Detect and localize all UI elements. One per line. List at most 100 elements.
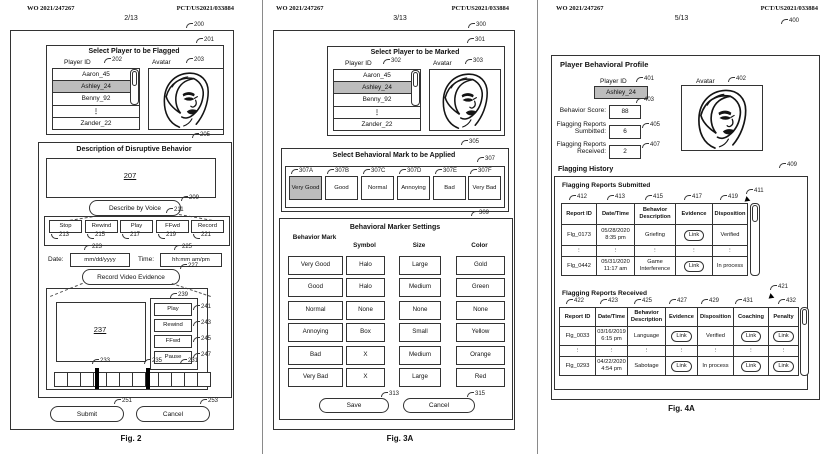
settings-cell[interactable]: Halo (346, 278, 385, 297)
settings-cell[interactable]: X (346, 368, 385, 387)
ffwd-button[interactable]: FFwd (156, 220, 189, 233)
describe-by-voice-button[interactable]: Describe by Voice (89, 200, 181, 216)
video-rewind-button[interactable]: Rewind (154, 319, 192, 332)
mark-very-good-button[interactable]: Very Good (289, 176, 322, 200)
video-timeline-scrubber[interactable] (54, 372, 211, 387)
record-video-evidence-button[interactable]: Record Video Evidence (82, 269, 180, 285)
settings-cell[interactable]: Green (456, 278, 505, 297)
player-list-scrollbar[interactable] (411, 70, 420, 106)
player-list-ellipsis: ⋮ (334, 106, 420, 118)
player-row[interactable]: Benny_92 (53, 93, 139, 105)
player-row-selected[interactable]: Ashley_24 (334, 82, 420, 94)
player-id-badge: Ashley_24 (594, 86, 648, 99)
mark-good-button[interactable]: Good (325, 176, 358, 200)
settings-cell[interactable]: Large (399, 256, 441, 275)
settings-cell[interactable]: Medium (399, 278, 441, 297)
column-header-size: Size (412, 242, 426, 249)
figure-caption: Fig. 4A (668, 404, 695, 413)
application-number: PCT/US2021/033884 (176, 5, 234, 12)
ref-label: 417 (684, 194, 702, 200)
table-cell: Link (676, 257, 712, 275)
mark-annoying-button[interactable]: Annoying (397, 176, 430, 200)
settings-cell[interactable]: X (346, 346, 385, 365)
settings-cell[interactable]: None (346, 301, 385, 320)
settings-cell[interactable]: Halo (346, 256, 385, 275)
ref-label: 205 (192, 132, 210, 138)
ref-label: 221 (193, 232, 211, 239)
column-header-color: Color (471, 242, 488, 249)
settings-cell: Normal (288, 301, 343, 320)
penalty-link-button[interactable]: Link (773, 330, 794, 342)
evidence-link-button[interactable]: Link (683, 260, 705, 272)
coaching-link-button[interactable]: Link (740, 360, 762, 372)
column-header: Evidence (676, 204, 712, 224)
mark-very-bad-button[interactable]: Very Bad (468, 176, 501, 200)
ref-label: 429 (701, 298, 719, 304)
player-list: Aaron_45 Ashley_24 Benny_92 ⋮ Zander_22 (52, 68, 140, 130)
player-list-scrollbar[interactable] (130, 69, 139, 105)
save-label: Save (346, 402, 362, 409)
settings-cell[interactable]: Orange (456, 346, 505, 365)
behavior-description-textarea[interactable] (46, 158, 216, 198)
player-row[interactable]: Zander_22 (53, 117, 139, 129)
ref-label: 305 (461, 139, 479, 145)
player-row-selected[interactable]: Ashley_24 (53, 81, 139, 93)
settings-cell[interactable]: Large (399, 368, 441, 387)
date-input[interactable]: mm/dd/yyyy (70, 253, 130, 267)
settings-cell[interactable]: Red (456, 368, 505, 387)
coaching-link-button[interactable]: Link (740, 330, 762, 342)
evidence-link-button[interactable]: Link (671, 330, 692, 342)
evidence-link-button[interactable]: Link (671, 360, 692, 372)
submit-button[interactable]: Submit (50, 406, 124, 422)
ref-label: 253 (200, 398, 218, 404)
cancel-button[interactable]: Cancel (403, 398, 475, 413)
table-cell: Game Interference (635, 257, 675, 275)
timeline-marker-start[interactable] (95, 368, 99, 389)
penalty-link-button[interactable]: Link (773, 360, 794, 372)
reports-received-label: Flagging Reports Received: (556, 141, 607, 156)
video-ffwd-button[interactable]: FFwd (154, 335, 192, 348)
stop-button[interactable]: Stop (49, 220, 82, 233)
mark-bad-button[interactable]: Bad (433, 176, 466, 200)
ref-label: 412 (569, 194, 587, 200)
sheet-number: 3/13 (393, 15, 407, 22)
cancel-button[interactable]: Cancel (136, 406, 210, 422)
play-button[interactable]: Play (120, 220, 153, 233)
ref-label: 202 (104, 57, 122, 63)
behavioral-mark-panel (281, 148, 509, 212)
patent-page-fig4a: WO 2021/247267 PCT/US2021/033884 5/13 40… (538, 0, 825, 454)
ref-label: 207 (123, 171, 137, 180)
table-cell: 05/28/2020 8:35 pm (597, 225, 634, 245)
timeline-marker-end[interactable] (146, 368, 150, 389)
video-preview-area[interactable] (56, 302, 146, 362)
settings-cell[interactable]: Medium (399, 346, 441, 365)
settings-cell[interactable]: None (399, 301, 441, 320)
evidence-link-button[interactable]: Link (683, 229, 705, 241)
settings-cell[interactable]: None (456, 301, 505, 320)
player-row[interactable]: Aaron_45 (334, 70, 420, 82)
video-play-button[interactable]: Play (154, 303, 192, 316)
table-cell: Flg_0293 (560, 357, 595, 375)
voice-transport-panel (44, 216, 230, 246)
player-row[interactable]: Benny_92 (334, 94, 420, 106)
settings-cell[interactable]: Yellow (456, 323, 505, 342)
record-button[interactable]: Record (191, 220, 224, 233)
settings-cell[interactable]: Box (346, 323, 385, 342)
record-video-evidence-label: Record Video Evidence (97, 273, 165, 281)
application-number: PCT/US2021/033884 (760, 5, 818, 12)
rewind-button[interactable]: Rewind (85, 220, 118, 233)
mark-normal-button[interactable]: Normal (361, 176, 394, 200)
avatar-label: Avatar (152, 59, 171, 66)
received-table-scrollbar[interactable] (800, 307, 809, 376)
table-cell: Link (666, 357, 697, 375)
player-row[interactable]: Aaron_45 (53, 69, 139, 81)
ref-label: 402 (728, 76, 746, 82)
settings-cell[interactable]: Gold (456, 256, 505, 275)
save-button[interactable]: Save (319, 398, 389, 413)
ref-label: 405 (642, 122, 660, 128)
player-row[interactable]: Zander_22 (334, 118, 420, 130)
time-input[interactable]: hh:mm am/pm (160, 253, 222, 267)
ref-label: 427 (669, 298, 687, 304)
submitted-table-scrollbar[interactable] (750, 203, 760, 276)
settings-cell[interactable]: Small (399, 323, 441, 342)
